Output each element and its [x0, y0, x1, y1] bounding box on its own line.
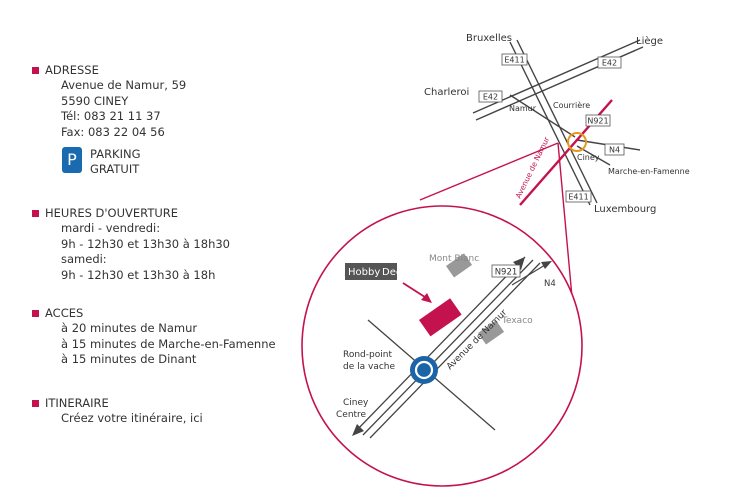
address-heading: ADRESSE: [45, 63, 99, 77]
road-label-n921: N921: [587, 117, 608, 126]
arrow-centre-icon: [352, 424, 364, 436]
hours-heading: HEURES D'OUVERTURE: [45, 206, 179, 220]
roundabout-label: de la vache: [343, 362, 395, 372]
building-texaco: [478, 320, 505, 345]
hours-line: 9h - 12h30 et 13h30 à 18h: [61, 267, 216, 282]
parking-info: P PARKING GRATUIT: [62, 147, 141, 177]
road-sign: [597, 56, 622, 69]
city-label-ciney: Ciney: [577, 153, 600, 162]
arrow-n921-icon: [513, 257, 525, 270]
road-label-n921: N921: [495, 268, 518, 278]
road-label-e411: E411: [504, 56, 524, 65]
avenue-road: [354, 256, 526, 433]
road-e411: [516, 39, 598, 204]
hours-line: samedi:: [61, 252, 107, 266]
fax-line: Fax: 083 22 04 56: [61, 124, 165, 139]
building-mont-blanc: [446, 253, 473, 278]
road-sign: [501, 53, 528, 66]
hours-line: 9h - 12h30 et 13h30 à 18h30: [61, 236, 230, 251]
ciney-centre-label: Ciney: [343, 398, 369, 408]
bullet-icon: [32, 66, 39, 74]
hours-line: mardi - vendredi:: [61, 221, 161, 235]
road-label-n4: N4: [609, 146, 620, 155]
city-label-bruxelles: Bruxelles: [466, 33, 512, 44]
phone-line: Tél: 083 21 11 37: [61, 109, 161, 123]
shop-pointer: [402, 282, 429, 300]
itinerary-section: ITINERAIRE Créez votre itinéraire, ici: [32, 395, 203, 427]
arrow-n4-icon: [541, 261, 552, 269]
detail-map: Hobby Deco Mont Blanc Texaco N921 N4 Ave…: [336, 253, 556, 439]
city-label-courriere: Courrière: [553, 100, 590, 110]
parking-icon: P: [62, 147, 82, 173]
itinerary-link[interactable]: Créez votre itinéraire, ici: [61, 411, 203, 425]
access-heading: ACCES: [45, 306, 84, 320]
roundabout-ring: [414, 360, 434, 380]
texaco-label: Texaco: [501, 316, 533, 326]
shop-building: [419, 298, 462, 337]
bullet-icon: [32, 209, 39, 217]
address-line: Avenue de Namur, 59: [61, 78, 187, 92]
parking-label: GRATUIT: [90, 162, 140, 176]
shop-logo-text: Deco: [382, 267, 407, 278]
avenue-road: [369, 262, 541, 439]
hours-section: HEURES D'OUVERTURE mardi - vendredi: 9h …: [32, 205, 230, 283]
city-label-marche: Marche-en-Famenne: [608, 167, 690, 176]
road-label-e42: E42: [602, 59, 617, 68]
zoom-circle: [301, 205, 583, 487]
itinerary-heading: ITINERAIRE: [45, 396, 109, 410]
access-line: à 15 minutes de Dinant: [61, 352, 197, 366]
road-sign: [491, 264, 521, 278]
road-sign: [604, 143, 625, 156]
road-sign: [585, 114, 611, 127]
access-line: à 20 minutes de Namur: [61, 321, 198, 335]
city-label-luxembourg: Luxembourg: [594, 204, 656, 215]
shop-pointer-arrow-icon: [421, 293, 432, 303]
roundabout-label: Rond-point: [343, 350, 392, 360]
zoom-connector: [419, 142, 559, 201]
road-label-e411: E411: [568, 193, 588, 202]
road-label-e42: E42: [483, 93, 498, 102]
access-section: ACCES à 20 minutes de Namur à 15 minutes…: [32, 305, 276, 368]
address-section: ADRESSE Avenue de Namur, 59 5590 CINEY T…: [32, 62, 186, 140]
shop-logo: [345, 263, 397, 280]
overview-road-labels: E411 E42 E42 N921 N4 E411: [478, 53, 625, 203]
road-label-n4: N4: [544, 279, 556, 289]
bullet-icon: [32, 309, 39, 317]
address-line: 5590 CINEY: [61, 93, 129, 108]
mont-blanc-label: Mont Blanc: [429, 254, 479, 264]
roundabout-icon: [410, 356, 438, 384]
city-label-namur: Namur: [509, 104, 537, 113]
overview-city-labels: Bruxelles Liège Charleroi Namur Courrièr…: [424, 33, 690, 215]
road-sign: [565, 190, 592, 203]
road-namur-ciney: [509, 94, 576, 138]
road-e411: [509, 41, 591, 206]
city-label-charleroi: Charleroi: [424, 87, 469, 98]
bullet-icon: [32, 399, 39, 407]
ciney-location-marker: [567, 132, 587, 152]
avenue-road: [362, 259, 534, 436]
access-line: à 15 minutes de Marche-en-Famenne: [61, 336, 276, 351]
parking-label: PARKING: [90, 147, 141, 161]
ciney-centre-label: Centre: [336, 410, 367, 420]
city-label-liege: Liège: [636, 35, 663, 47]
road-sign: [478, 90, 503, 103]
shop-logo-text: Hobby: [348, 267, 380, 278]
